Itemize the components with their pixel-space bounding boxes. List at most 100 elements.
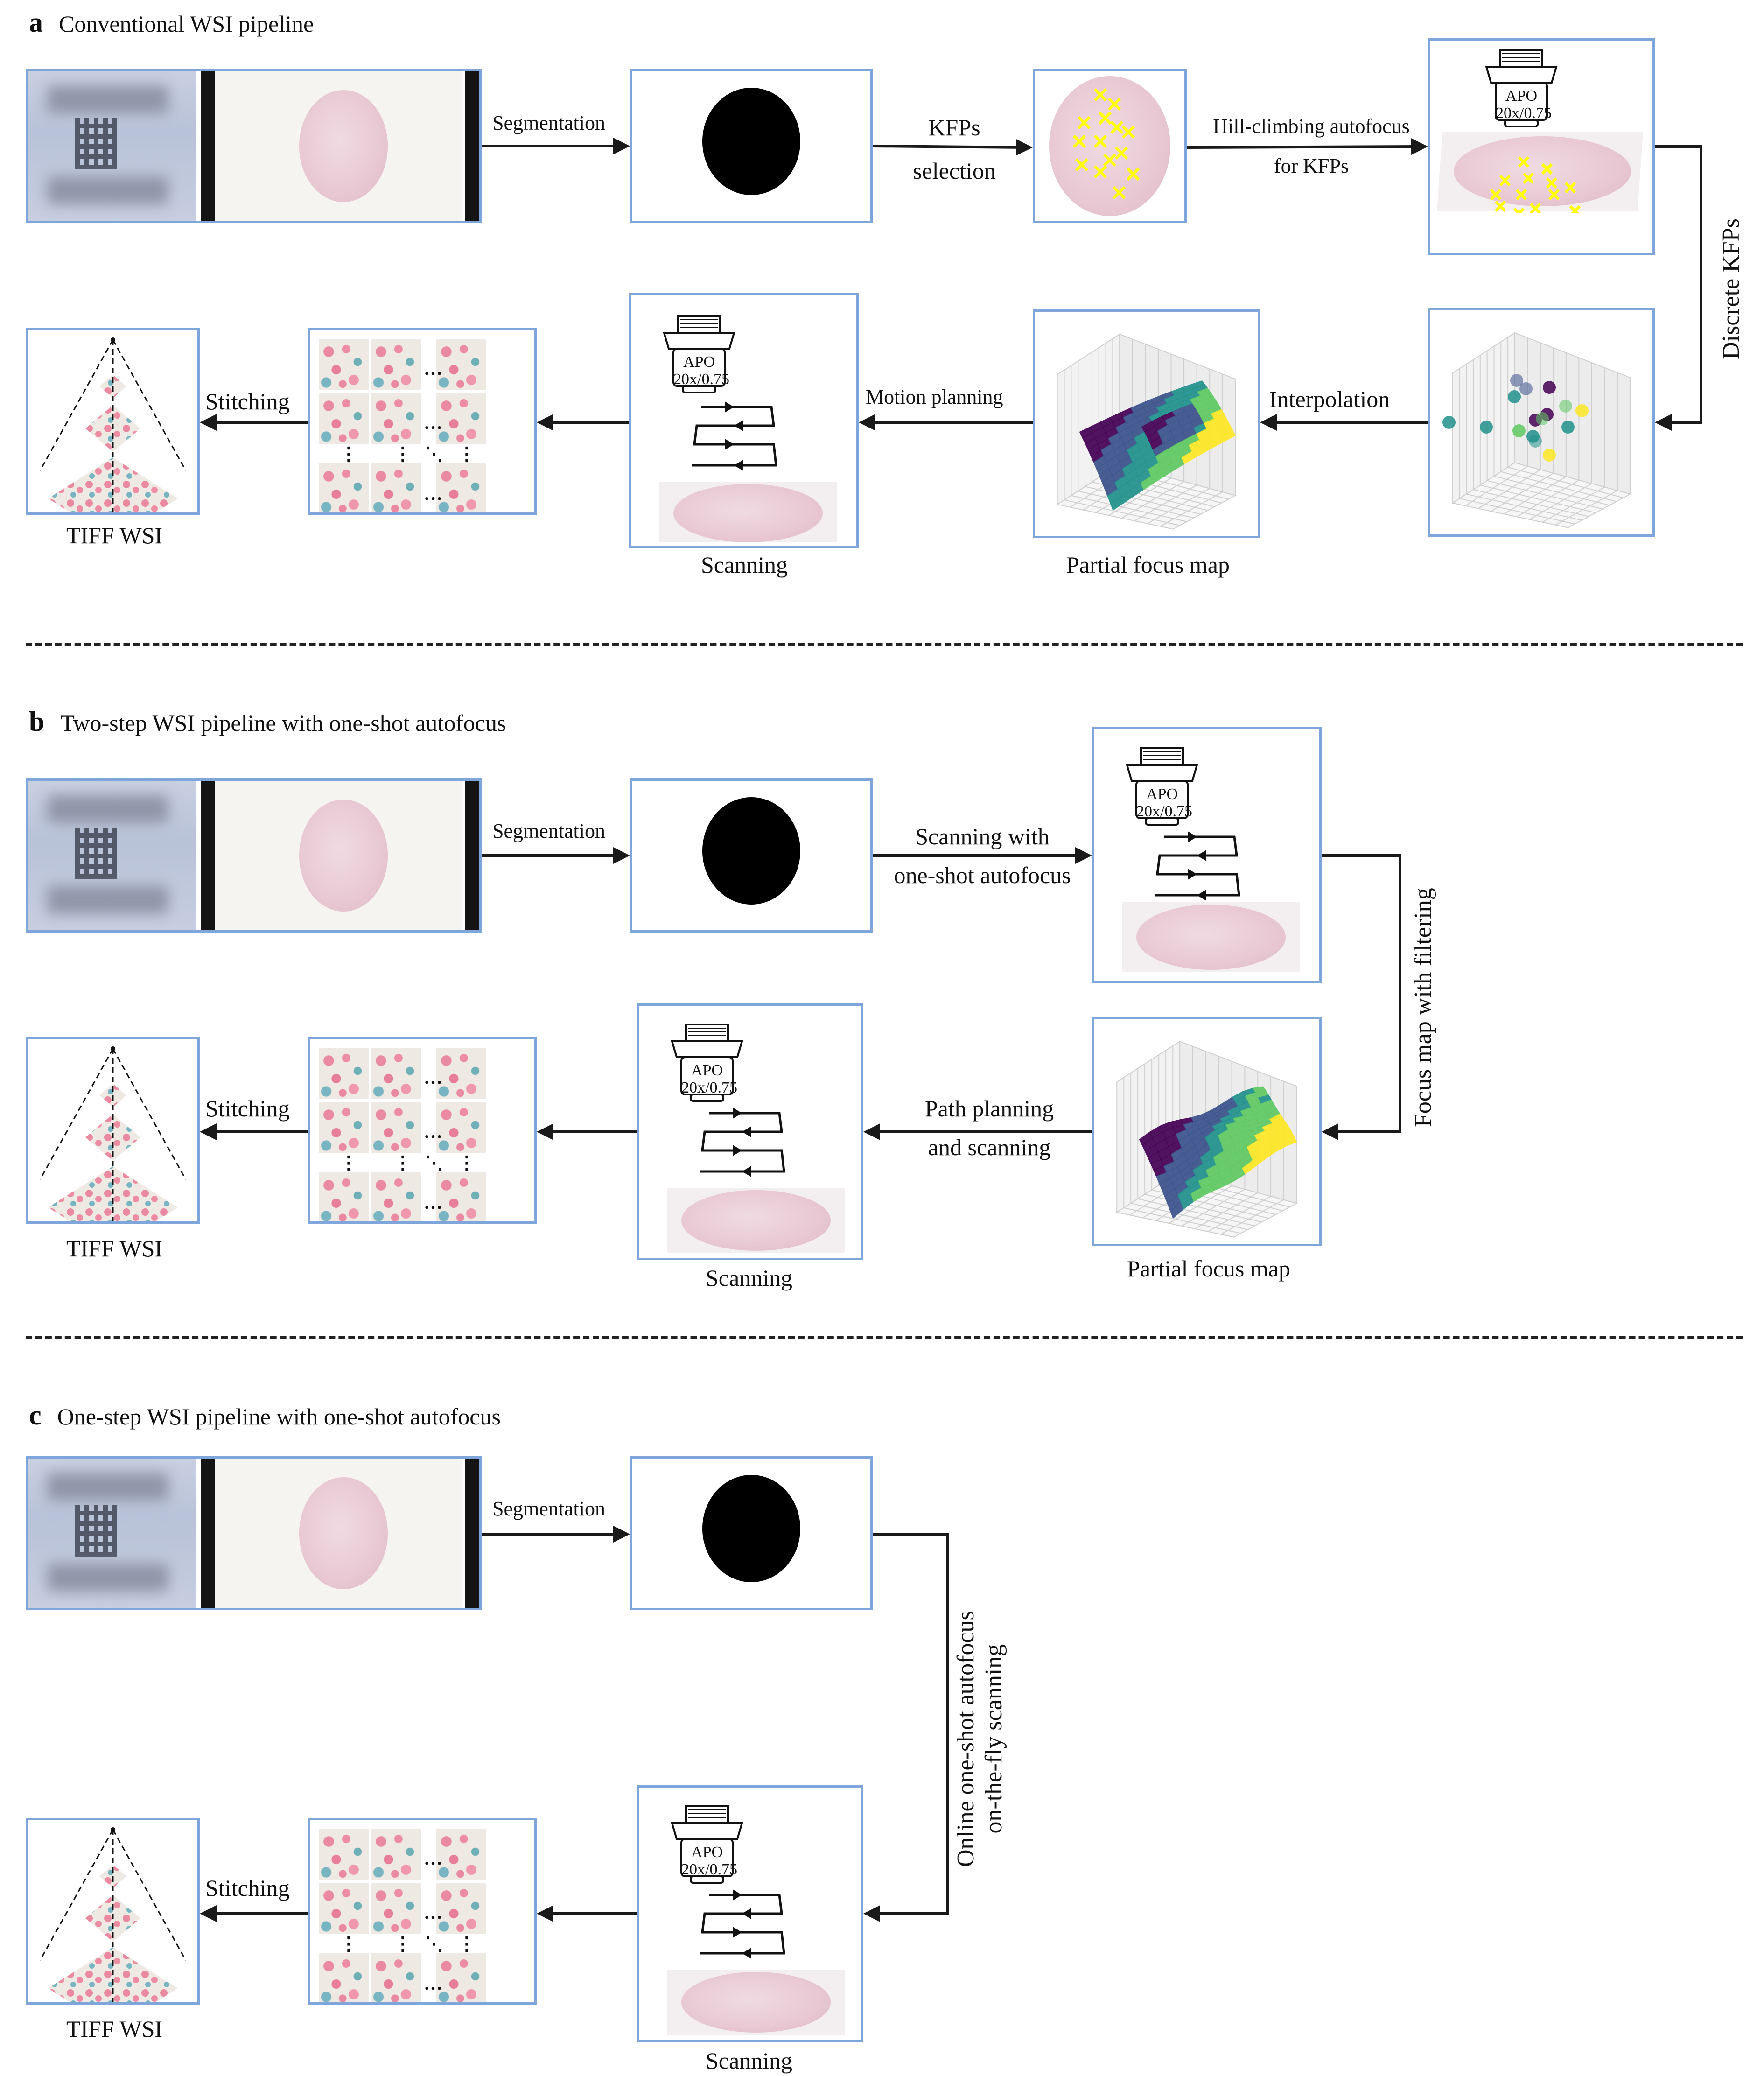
kfp-marker [1494, 200, 1506, 212]
objective-label: APO 20x/0.75 [681, 1844, 737, 1879]
caption-focus-map-a: Partial focus map [1066, 552, 1230, 578]
image-tile [371, 1953, 421, 2002]
blurred-text [47, 1564, 168, 1592]
kfp-marker [1107, 97, 1121, 111]
kfp-marker [1529, 203, 1541, 213]
edge-label-motion-planning: Motion planning [866, 386, 1003, 408]
blurred-text [47, 795, 168, 823]
objective-lens-icon [663, 315, 735, 393]
edge-label-discrete-kfps: Discrete KFPs [1718, 218, 1744, 359]
objective-label-line2: 20x/0.75 [1136, 803, 1192, 821]
image-tile [371, 463, 421, 512]
image-tile [371, 1172, 421, 1221]
image-tile [319, 393, 369, 444]
scanning-image-a: APO 20x/0.75 [629, 293, 859, 548]
kfp-point [1536, 412, 1549, 425]
3d-grid [1451, 332, 1632, 528]
section-b-title-text: Two-step WSI pipeline with one-shot auto… [60, 710, 506, 736]
scan-direction-arrow [742, 1948, 751, 1959]
image-tile [371, 1102, 421, 1153]
edge-label-scanning-with-2: one-shot autofocus [894, 862, 1071, 888]
kfp-marker [1546, 177, 1558, 189]
kfp-scatter-plot [1428, 308, 1655, 537]
focus-surface [1056, 333, 1237, 530]
tiff-pyramid-a [26, 328, 200, 515]
edge-label-segmentation-b: Segmentation [492, 820, 605, 842]
slide-edge [465, 1459, 479, 1608]
kfp-point [1543, 449, 1556, 462]
arrow-discrete-kfps [1655, 145, 1702, 431]
image-tile [436, 463, 486, 512]
kfp-selection-image [1033, 69, 1187, 223]
qr-code [75, 118, 117, 169]
image-pyramid-icon [39, 1827, 187, 2002]
edge-label-kfps-a-2: selection [913, 158, 996, 184]
section-divider [26, 1336, 1743, 1339]
caption-scanning-b: Scanning [705, 1265, 793, 1291]
caption-tiff-a: TIFF WSI [66, 522, 163, 548]
kfp-point [1510, 374, 1523, 387]
image-tiles-a: ………⋮⋮⋮⋱ [308, 328, 537, 515]
ellipsis-marker: ⋮ [393, 1933, 412, 1954]
blurred-text [47, 886, 168, 914]
objective-label-line1: APO [1505, 87, 1538, 105]
image-tiles-b: ………⋮⋮⋮⋱ [308, 1037, 537, 1224]
kfp-marker [1077, 116, 1091, 130]
scan-direction-arrow [742, 1166, 751, 1177]
arrow-kfps-selection [872, 139, 1033, 156]
tissue-sample [299, 1477, 388, 1589]
tissue-sample [299, 90, 388, 202]
section-a-letter: a [29, 7, 43, 38]
image-tile [319, 1172, 369, 1221]
scanning-image-b: APO 20x/0.75 [637, 1003, 863, 1260]
ellipsis-marker: … [424, 1902, 442, 1923]
section-divider [26, 643, 1743, 646]
scan-direction-arrow [733, 1108, 742, 1119]
scan-path-icon [692, 401, 777, 471]
objective-label-line2: 20x/0.75 [681, 1079, 737, 1097]
objective-label: APO 20x/0.75 [673, 353, 729, 388]
ellipsis-marker: ⋮ [393, 443, 412, 464]
image-tile [436, 1102, 486, 1153]
edge-label-online-1: Online one-shot autofocus [952, 1611, 979, 1867]
ellipsis-marker: … [424, 358, 442, 379]
edge-label-kfps-a-1: KFPs [928, 114, 980, 140]
focus-surface [1115, 1040, 1298, 1238]
scan-direction-arrow [734, 460, 743, 471]
edge-label-stitching-c: Stitching [205, 1875, 290, 1901]
ellipsis-marker: … [424, 1067, 442, 1088]
image-tile [436, 1829, 486, 1880]
edge-label-segmentation-a: Segmentation [492, 112, 605, 134]
kfp-point [1559, 400, 1572, 413]
scan-direction-arrow [1188, 831, 1197, 842]
objective-label: APO 20x/0.75 [1136, 786, 1192, 821]
image-tile [319, 1953, 369, 2002]
objective-label-line2: 20x/0.75 [673, 371, 729, 388]
image-tile [319, 1048, 369, 1099]
objective-label: APO 20x/0.75 [681, 1062, 737, 1097]
section-a-title-text: Conventional WSI pipeline [59, 11, 314, 37]
scan-path-icon [700, 1889, 785, 1959]
kfp-point [1561, 421, 1575, 434]
image-tile [319, 1102, 369, 1153]
edge-label-online-2: on-the-fly scanning [980, 1644, 1007, 1834]
pyramid-apex [111, 1046, 115, 1051]
caption-scanning-a: Scanning [700, 552, 788, 578]
kfp-marker [1072, 134, 1086, 148]
pyramid-apex [111, 1827, 115, 1832]
scanning-oneshot-image-b: APO 20x/0.75 [1092, 727, 1322, 983]
edge-label-interpolation: Interpolation [1269, 386, 1390, 412]
kfp-marker [1103, 153, 1117, 167]
kfp-marker [1093, 134, 1107, 148]
objective-lens-icon [671, 1024, 743, 1102]
tissue-sample [1454, 136, 1631, 206]
kfp-markers [1072, 88, 1140, 200]
kfp-point [1543, 381, 1556, 394]
blurred-text [47, 85, 168, 113]
scanning-image-c: APO 20x/0.75 [637, 1785, 863, 2042]
edge-label-focus-map-filtering: Focus map with filtering [1410, 888, 1436, 1127]
edge-label-path-planning-1: Path planning [924, 1095, 1054, 1122]
ellipsis-marker: ⋮ [339, 1933, 358, 1954]
qr-code [75, 828, 117, 879]
image-tile [436, 339, 486, 390]
